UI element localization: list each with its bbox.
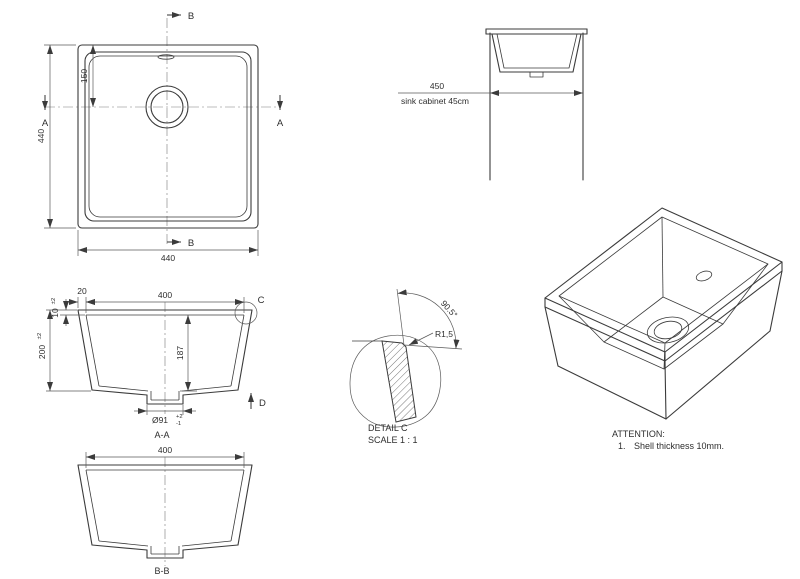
dim-width-440-bottom: 440	[77, 230, 259, 263]
section-b-label-bottom: B	[188, 238, 194, 249]
detail-c-title: DETAIL C	[368, 423, 408, 433]
detail-boundary	[349, 334, 442, 428]
sink-bowl-top-edge	[88, 55, 248, 218]
radius-dimension: R1,5	[408, 329, 453, 346]
dim-d91-tol-plus: +2	[176, 414, 183, 420]
overflow-hole-isometric	[695, 270, 713, 282]
dim-200-tol: ±2	[37, 333, 43, 339]
rim-inner	[558, 216, 769, 344]
bowl-interior	[558, 216, 769, 370]
detail-c-scale: SCALE 1 : 1	[368, 435, 418, 445]
dim-rim-20: 20	[67, 286, 97, 308]
dim-drain-91: Ø91 +2 -1	[134, 405, 196, 427]
drain-bump	[529, 72, 544, 78]
top-view: B B A A 150 440 440	[36, 11, 284, 263]
rim-band	[544, 261, 783, 362]
dim-200-label: 200	[37, 345, 47, 359]
section-aa-title: A-A	[154, 430, 169, 440]
dim-450-label: 450	[430, 81, 444, 91]
dim-depth-200: 200 ±2	[37, 310, 91, 392]
section-a-marker-right: A	[277, 95, 284, 129]
dim-drain-offset-150: 150	[79, 45, 96, 107]
section-a-marker-left: A	[42, 95, 49, 129]
dim-inner-width-400: 400	[85, 290, 245, 313]
section-bb-title: B-B	[154, 566, 169, 576]
drain-section-bb	[146, 546, 184, 559]
detail-c-callout-label: C	[258, 295, 265, 306]
dim-400-bb-label: 400	[158, 445, 172, 455]
drain-top-view	[145, 85, 189, 129]
section-b-label-top: B	[188, 11, 194, 22]
angle-dimension: 90.5°	[396, 288, 463, 350]
isometric-view	[544, 207, 783, 420]
dim-cabinet-450: 450 sink cabinet 45cm	[398, 81, 583, 106]
dim-d91-label: Ø91	[152, 415, 168, 425]
detail-c-callout: C	[234, 295, 265, 325]
dim-10-label: 10	[50, 308, 60, 318]
radius-label: R1,5	[435, 329, 453, 339]
dim-shell-10: 10 ±2	[46, 298, 85, 326]
dim-150-label: 150	[79, 69, 89, 83]
dim-inner-width-400-bb: 400	[85, 445, 245, 468]
overflow-slot	[157, 54, 175, 60]
cabinet-sides	[489, 32, 584, 181]
section-bb-view: 400 B-B	[77, 445, 253, 576]
detail-c-view: 90.5° R1,5 DETAIL C SCALE 1 : 1	[349, 288, 463, 445]
attention-item-text: Shell thickness 10mm.	[634, 441, 724, 451]
section-b-marker-bottom: B	[167, 238, 194, 249]
dim-20-label: 20	[77, 286, 87, 296]
drain-section	[146, 391, 184, 405]
dim-440-bottom-label: 440	[161, 253, 175, 263]
sink-cross-section	[485, 28, 588, 78]
section-aa-profile	[77, 309, 253, 405]
drain-isometric	[646, 316, 690, 344]
section-aa-view: 20 400 10 ±2 200 ±2 187	[37, 286, 266, 440]
sink-outer-edge	[77, 44, 259, 229]
attention-title: ATTENTION:	[612, 429, 665, 439]
dim-10-tol: ±2	[51, 298, 57, 304]
dim-187-label: 187	[175, 346, 185, 360]
dim-height-440-left: 440	[36, 44, 76, 229]
dim-440-left-label: 440	[36, 129, 46, 143]
body-outer	[544, 270, 783, 420]
cabinet-caption: sink cabinet 45cm	[401, 96, 469, 106]
section-a-label-left: A	[42, 118, 49, 129]
attention-note: ATTENTION: 1. Shell thickness 10mm.	[612, 429, 724, 451]
dim-inner-depth-187: 187	[175, 315, 197, 392]
section-b-marker-top: B	[167, 11, 194, 22]
attention-item-number: 1.	[618, 441, 626, 451]
cabinet-view: 450 sink cabinet 45cm	[398, 28, 588, 181]
rim-outer	[544, 207, 783, 353]
direction-d-marker: D	[248, 393, 266, 409]
dim-400-aa-label: 400	[158, 290, 172, 300]
direction-d-label: D	[259, 398, 266, 409]
section-a-label-right: A	[277, 118, 284, 129]
section-bb-profile	[77, 464, 253, 559]
sink-rim-inner-edge	[84, 51, 252, 222]
wall-cross-section	[381, 340, 417, 423]
dim-d91-tol-minus: -1	[176, 421, 181, 427]
